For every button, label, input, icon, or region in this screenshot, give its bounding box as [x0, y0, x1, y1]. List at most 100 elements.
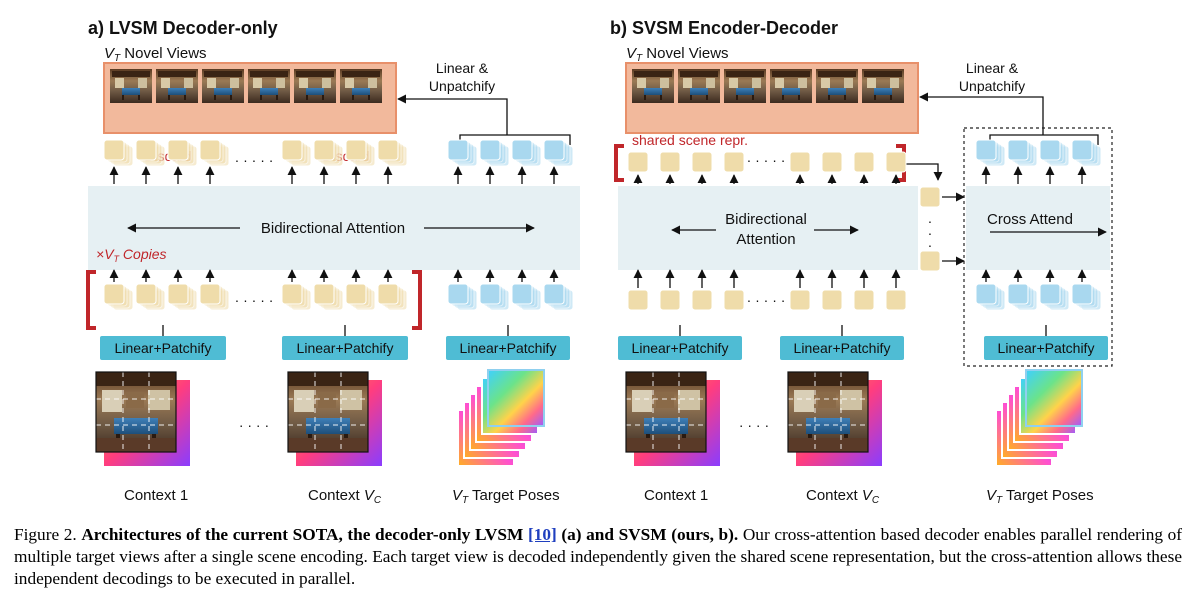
- novel-view-5: [816, 69, 858, 103]
- panel-b-patchify-3-label: Linear+Patchify: [998, 340, 1095, 356]
- scene-repr-token: [627, 151, 649, 173]
- panel-a-tokens: [103, 139, 574, 311]
- panel-b-unpatchify-arrow: [919, 92, 1044, 135]
- panel-b-patchify-2: Linear+Patchify: [780, 336, 904, 360]
- panel-a-context-n-label: Context VC: [308, 487, 382, 506]
- output-token: [1007, 139, 1038, 167]
- panel-a-context-1-image: [95, 371, 190, 466]
- discarded-token: [377, 139, 408, 167]
- panel-b-shared-arrow: [904, 163, 943, 181]
- panel-a-target-label: VT Target Poses: [452, 487, 560, 506]
- panel-a-patchify-2-label: Linear+Patchify: [297, 340, 394, 356]
- caption-bold-part2: (a) and SVSM (ours, b).: [556, 525, 739, 544]
- novel-view-1: [110, 69, 152, 103]
- architecture-figure: a) LVSM Decoder-only VT Novel Views Line…: [86, 18, 1113, 506]
- discarded-token: [199, 139, 230, 167]
- panel-b-cross-attend-block: [966, 186, 1110, 270]
- output-token: [511, 139, 542, 167]
- context-token: [135, 283, 166, 311]
- panel-b-top-dots: · · · · ·: [747, 152, 786, 168]
- scene-repr-token: [789, 151, 811, 173]
- panel-a-patchify-3-label: Linear+Patchify: [460, 340, 557, 356]
- context-token: [167, 283, 198, 311]
- novel-view-5: [294, 69, 336, 103]
- context-token: [723, 289, 745, 311]
- target-token: [1071, 283, 1102, 311]
- target-token: [975, 283, 1006, 311]
- scene-repr-token: [885, 151, 907, 173]
- panel-a-attention-label: Bidirectional Attention: [261, 220, 405, 237]
- panel-a-linear-unpatchify-line1: Linear &: [436, 60, 489, 76]
- panel-b-target-label: VT Target Poses: [986, 487, 1094, 506]
- context-token: [377, 283, 408, 311]
- scene-repr-token: [723, 151, 745, 173]
- context-token: [627, 289, 649, 311]
- discarded-token: [135, 139, 166, 167]
- panel-b-context-n-image: [787, 371, 882, 466]
- panel-b-bottom-dots: · · · · ·: [747, 292, 786, 308]
- novel-view-2: [156, 69, 198, 103]
- panel-b-target-poses-stack: [995, 369, 1083, 467]
- scene-repr-token: [659, 151, 681, 173]
- panel-a-linear-unpatchify-line2: Unpatchify: [429, 78, 495, 94]
- context-token: [885, 289, 907, 311]
- panel-a-novel-views: [103, 62, 397, 134]
- discarded-token: [313, 139, 344, 167]
- target-token: [511, 283, 542, 311]
- caption-body: Our cross-attention based decoder enable…: [14, 525, 1182, 588]
- panel-a-bottom-dots: · · · · ·: [235, 292, 274, 308]
- panel-b: b) SVSM Encoder-Decoder VT Novel Views L…: [610, 18, 1113, 506]
- context-token: [313, 283, 344, 311]
- panel-a: a) LVSM Decoder-only VT Novel Views Line…: [86, 18, 580, 506]
- context-token: [659, 289, 681, 311]
- novel-view-2: [678, 69, 720, 103]
- panel-b-shared-repr-label: shared scene repr.: [632, 132, 748, 148]
- panel-b-scene-tokens: · · ·: [919, 186, 965, 272]
- discarded-token: [103, 139, 134, 167]
- context-token: [821, 289, 843, 311]
- scene-token-dot: ·: [928, 225, 933, 241]
- target-token: [1039, 283, 1070, 311]
- panel-b-context-n-label: Context VC: [806, 487, 880, 506]
- novel-view-3: [724, 69, 766, 103]
- panel-a-context-1-label: Context 1: [124, 487, 188, 504]
- scene-token-dot: ·: [928, 237, 933, 253]
- output-token: [479, 139, 510, 167]
- scene-token: [919, 250, 941, 272]
- caption-bold-part1: Architectures of the current SOTA, the d…: [81, 525, 528, 544]
- output-token: [1071, 139, 1102, 167]
- target-token: [543, 283, 574, 311]
- novel-view-6: [862, 69, 904, 103]
- panel-b-patchify-2-label: Linear+Patchify: [794, 340, 891, 356]
- panel-a-novel-views-label: VT Novel Views: [104, 45, 207, 64]
- panel-b-patchify-1: Linear+Patchify: [618, 336, 742, 360]
- panel-b-decoder-boundary: [963, 127, 1113, 367]
- panel-b-shared-bracket-left: [614, 144, 624, 182]
- panel-a-patchify-1-label: Linear+Patchify: [115, 340, 212, 356]
- panel-b-attention-line2: Attention: [736, 231, 795, 248]
- panel-a-patchify-1: Linear+Patchify: [100, 336, 226, 360]
- novel-view-1: [632, 69, 674, 103]
- context-token: [281, 283, 312, 311]
- panel-b-patchify-3: Linear+Patchify: [984, 336, 1108, 360]
- context-token: [103, 283, 134, 311]
- discarded-token: [345, 139, 376, 167]
- panel-b-cross-attend-label: Cross Attend: [987, 211, 1073, 228]
- target-token: [1007, 283, 1038, 311]
- scene-token: [919, 186, 941, 208]
- panel-a-context-n-image: [287, 371, 382, 466]
- panel-b-novel-views: [625, 62, 919, 134]
- scene-token-dot: ·: [928, 213, 933, 229]
- panel-b-linear-unpatchify-line2: Unpatchify: [959, 78, 1025, 94]
- panel-a-target-poses-stack: [457, 369, 545, 467]
- panel-a-patchify-2: Linear+Patchify: [282, 336, 408, 360]
- caption-citation-link[interactable]: [10]: [527, 525, 557, 544]
- novel-view-6: [340, 69, 382, 103]
- scene-repr-token: [853, 151, 875, 173]
- output-token: [975, 139, 1006, 167]
- panel-b-context-1-label: Context 1: [644, 487, 708, 504]
- panel-b-title: b) SVSM Encoder-Decoder: [610, 18, 838, 38]
- target-token: [479, 283, 510, 311]
- panel-b-novel-views-label: VT Novel Views: [626, 45, 729, 64]
- panel-b-context-1-image: [625, 371, 720, 466]
